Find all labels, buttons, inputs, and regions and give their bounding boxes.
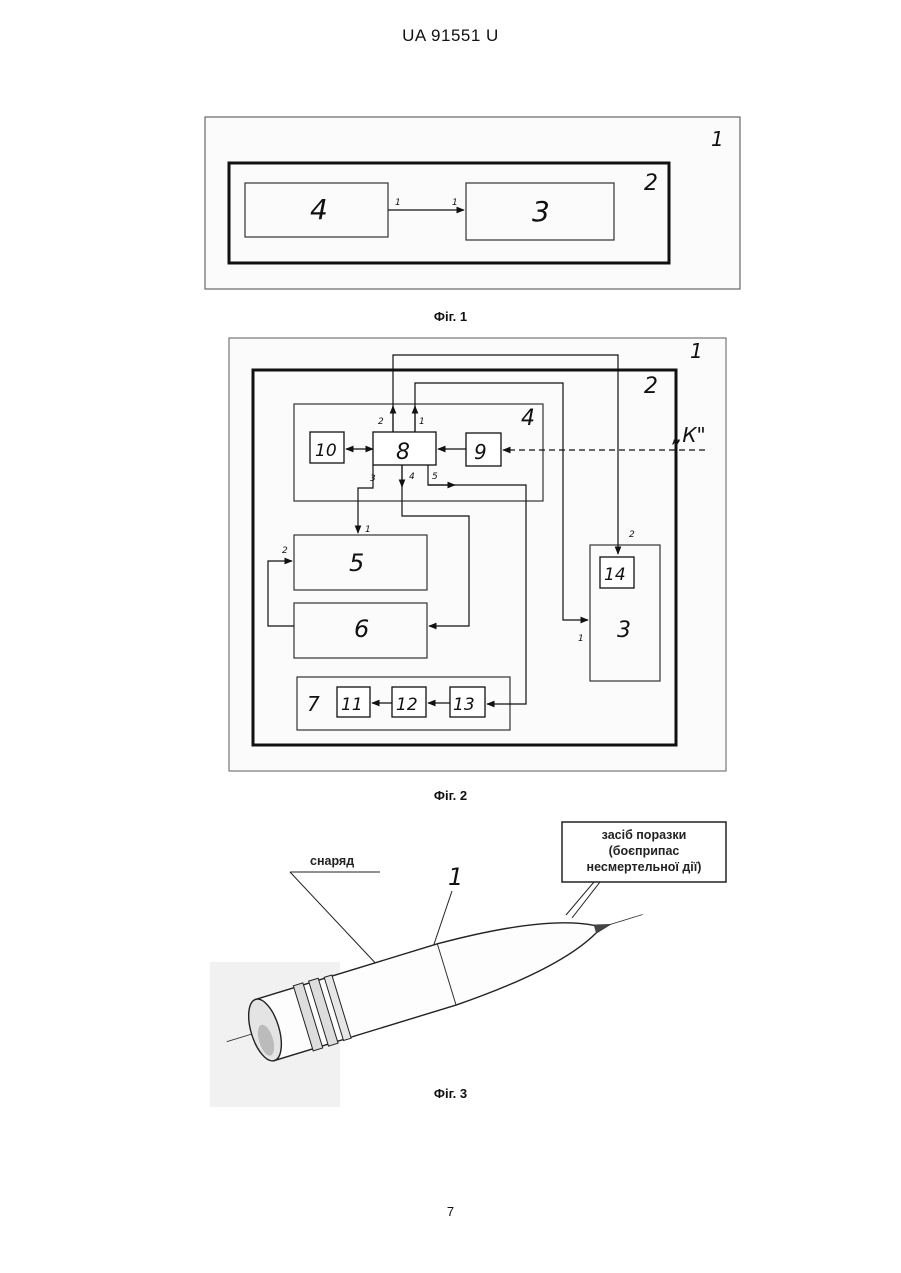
fig2-port-3-1: 1 <box>578 634 584 644</box>
fig2-label-block-6: 6 <box>354 615 369 643</box>
fig2-port-8-3: 3 <box>370 474 376 484</box>
fig3-callout-line-2: (боєприпас <box>609 844 680 858</box>
figure-2-diagram: 1 2 4 8 9 10 5 6 3 14 7 11 12 13 „К" 1 2… <box>229 338 726 771</box>
fig2-label-block-3: 3 <box>617 618 631 643</box>
fig3-callout-leader-b <box>572 882 600 918</box>
fig2-port-8-4: 4 <box>409 472 415 482</box>
page-number: 7 <box>0 1204 901 1219</box>
fig2-port-5-2: 2 <box>282 546 288 556</box>
fig1-label-block-3: 3 <box>532 195 550 228</box>
fig2-port-8-5: 5 <box>432 472 438 482</box>
fig2-label-block-7: 7 <box>307 692 320 716</box>
fig1-port-out: 1 <box>395 198 401 208</box>
figure-1-diagram: 1 2 4 3 1 1 <box>205 117 740 289</box>
fig1-label-block-4: 4 <box>310 193 328 226</box>
fig3-leader-projectile <box>290 872 380 968</box>
fig1-caption: Фіг. 1 <box>0 309 901 324</box>
fig2-port-5-1: 1 <box>365 525 371 535</box>
fig2-label-signal-k: „К" <box>672 423 706 447</box>
fig3-callout-line-3: несмертельної дії) <box>587 860 702 874</box>
fig3-callout-line-1: засіб поразки <box>602 828 687 842</box>
fig2-label-block-8: 8 <box>396 440 410 465</box>
fig2-label-block-13: 13 <box>453 695 475 715</box>
figure-3-drawing: засіб поразки (боєприпас несмертельної д… <box>210 822 726 1107</box>
fig2-label-block-14: 14 <box>604 565 626 585</box>
fig3-caption: Фіг. 3 <box>0 1086 901 1101</box>
fig2-label-outer: 1 <box>690 339 703 363</box>
fig2-port-8-1: 1 <box>419 417 425 427</box>
fig3-label-number: 1 <box>448 863 463 891</box>
fig2-label-group-4: 4 <box>521 406 535 431</box>
fig2-label-block-12: 12 <box>396 695 418 715</box>
fig1-label-outer: 1 <box>711 127 724 151</box>
fig2-caption: Фіг. 2 <box>0 788 901 803</box>
fig3-tip <box>594 920 613 933</box>
fig1-port-in: 1 <box>452 198 458 208</box>
fig2-label-block-10: 10 <box>315 441 337 461</box>
fig2-label-block-11: 11 <box>341 695 363 715</box>
fig1-label-inner: 2 <box>644 171 658 196</box>
fig2-label-block-5: 5 <box>349 549 364 577</box>
fig2-port-3-2: 2 <box>629 530 635 540</box>
fig2-label-inner: 2 <box>644 374 658 399</box>
fig2-label-block-9: 9 <box>474 440 487 464</box>
fig2-port-8-2: 2 <box>378 417 384 427</box>
fig3-label-projectile: снаряд <box>310 854 354 868</box>
fig3-callout-leader-a <box>566 882 594 915</box>
